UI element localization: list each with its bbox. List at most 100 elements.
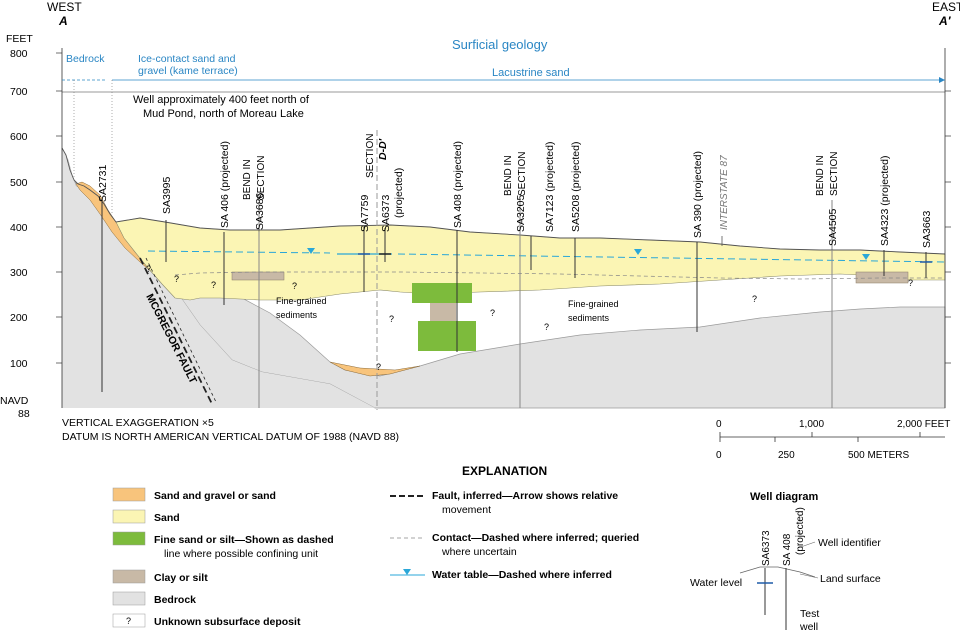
well-note-2: Mud Pond, north of Moreau Lake — [143, 108, 304, 120]
well-label-sa4323: SA4323 (projected) — [879, 156, 891, 246]
scale-m-0: 0 — [716, 450, 722, 461]
legend-label-sand: Sand — [154, 512, 180, 524]
well-diagram-land — [739, 566, 816, 578]
interstate-label: INTERSTATE 87 — [719, 155, 730, 230]
well-label-sa4505: SA4505 — [827, 208, 839, 246]
well-diagram-a: SA6373 — [761, 530, 772, 566]
fine-sand-block-upper — [412, 283, 472, 303]
tick-label-500: 500 — [10, 177, 28, 189]
tick-label-200: 200 — [10, 312, 28, 324]
scale-m-500: 500 METERS — [848, 450, 909, 461]
well-label-sa7759: SA7759 — [359, 194, 371, 232]
icecontact-label-1: Ice-contact sand and — [138, 53, 236, 65]
mcgregor-fault-line — [139, 257, 213, 405]
clay-block-middle — [430, 303, 456, 321]
sand-gravel-valley — [329, 361, 421, 377]
question-mark-6: ? — [490, 308, 495, 318]
question-mark-9: ? — [908, 278, 913, 288]
tick-label-100: 100 — [10, 358, 28, 370]
well-identifier-label: Well identifier — [818, 537, 881, 549]
land-surface-label: Land surface — [820, 573, 881, 585]
well-label-sa3686: SA3686 — [254, 192, 266, 230]
legend-watertable-icon — [403, 569, 411, 575]
lacustrine-label: Lacustrine sand — [492, 67, 570, 79]
well-label-sa7123: SA7123 (projected) — [544, 142, 556, 232]
fine-grained-label-1: Fine-grained — [276, 296, 327, 306]
east-label: EAST — [932, 0, 960, 14]
tick-label-400: 400 — [10, 222, 28, 234]
water-table-dashed-east — [397, 253, 946, 263]
west-label: WEST — [47, 0, 82, 14]
legend-label-fine-sand-2: line where possible confining unit — [164, 548, 318, 560]
question-mark-8: ? — [752, 294, 757, 304]
navd-label-2: 88 — [18, 408, 30, 420]
lacustrine-arrow — [939, 77, 945, 83]
legend-swatch-sand — [112, 509, 146, 524]
bend-label-1a: BEND IN — [242, 159, 253, 200]
well-diagram-b: SA 408 — [782, 533, 793, 566]
east-letter: A′ — [938, 14, 952, 28]
west-letter: A — [58, 14, 68, 28]
navd-label-1: NAVD — [0, 395, 29, 407]
question-mark-1: ? — [146, 264, 151, 274]
section-dd-label: D-D′ — [377, 138, 389, 160]
fine-sand-block-lower — [418, 321, 476, 351]
question-mark-7: ? — [544, 322, 549, 332]
well-label-sa6373: SA6373 — [380, 194, 392, 232]
tick-label-800: 800 — [10, 48, 28, 60]
legend-label-sand-gravel: Sand and gravel or sand — [154, 490, 276, 502]
legend-swatch-sand-gravel — [112, 487, 146, 502]
well-label-sa3205: SA3205 — [515, 194, 527, 232]
scale-feet-1000: 1,000 — [799, 419, 824, 430]
scale-m-250: 250 — [778, 450, 795, 461]
well-label-sa408: SA 408 (projected) — [452, 141, 464, 228]
legend-fault-label-1: Fault, inferred—Arrow shows relative — [432, 490, 618, 502]
well-label-sa2731: SA2731 — [97, 164, 109, 202]
clay-layer-east — [855, 271, 909, 284]
bend-label-3a: BEND IN — [815, 155, 826, 196]
scale-feet-0: 0 — [716, 419, 722, 430]
well-label-sa5208: SA5208 (projected) — [570, 142, 582, 232]
question-mark-5: ? — [389, 314, 394, 324]
mcgregor-fault-line-2 — [145, 257, 217, 403]
bedrock-surficial-label: Bedrock — [66, 53, 105, 65]
land-surface — [61, 147, 946, 255]
legend-unknown-question: ? — [126, 616, 131, 626]
tick-label-300: 300 — [10, 267, 28, 279]
question-mark-10: ? — [376, 362, 381, 372]
legend-contact-label-2: where uncertain — [441, 546, 517, 558]
legend-swatch-bedrock — [112, 591, 146, 606]
tick-label-600: 600 — [10, 131, 28, 143]
y-tick-marks — [56, 52, 951, 364]
legend-label-unknown: Unknown subsurface deposit — [154, 616, 301, 628]
legend-label-bedrock: Bedrock — [154, 594, 196, 606]
scale-feet-2000: 2,000 FEET — [897, 419, 950, 430]
well-diagram-pointer-land — [799, 573, 819, 579]
fine-grained-label-2: sediments — [276, 310, 318, 320]
test-label: Test — [800, 608, 819, 620]
water-table-marker-2 — [634, 249, 642, 255]
question-mark-3: ? — [211, 280, 216, 290]
bend-label-2a: BEND IN — [503, 155, 514, 196]
well-note-1: Well approximately 400 feet north of — [133, 94, 310, 106]
bend-label-2b: SECTION — [517, 152, 528, 196]
well-diagram-pointer-id — [797, 541, 816, 549]
question-mark-4: ? — [292, 281, 297, 291]
datum-note: DATUM IS NORTH AMERICAN VERTICAL DATUM O… — [62, 431, 399, 443]
icecontact-label-2: gravel (kame terrace) — [138, 65, 238, 77]
legend-label-fine-sand: Fine sand or silt—Shown as dashed — [154, 534, 334, 546]
tick-label-700: 700 — [10, 86, 28, 98]
well-diagram-title: Well diagram — [750, 491, 818, 503]
clay-layer-west — [231, 271, 285, 281]
explanation-title: EXPLANATION — [462, 464, 547, 478]
legend-fault-label-2: movement — [442, 504, 491, 516]
well-diagram-b2: (projected) — [795, 507, 806, 555]
feet-label: FEET — [6, 33, 33, 45]
bend-label-3b: SECTION — [829, 152, 840, 196]
legend-swatch-fine-sand — [112, 531, 146, 546]
bend-label-1b: SECTION — [256, 156, 267, 200]
water-table-marker-3 — [862, 254, 870, 260]
well-label-sa3995: SA3995 — [161, 176, 173, 214]
legend-label-clay: Clay or silt — [154, 572, 208, 584]
surficial-title: Surficial geology — [452, 37, 548, 52]
